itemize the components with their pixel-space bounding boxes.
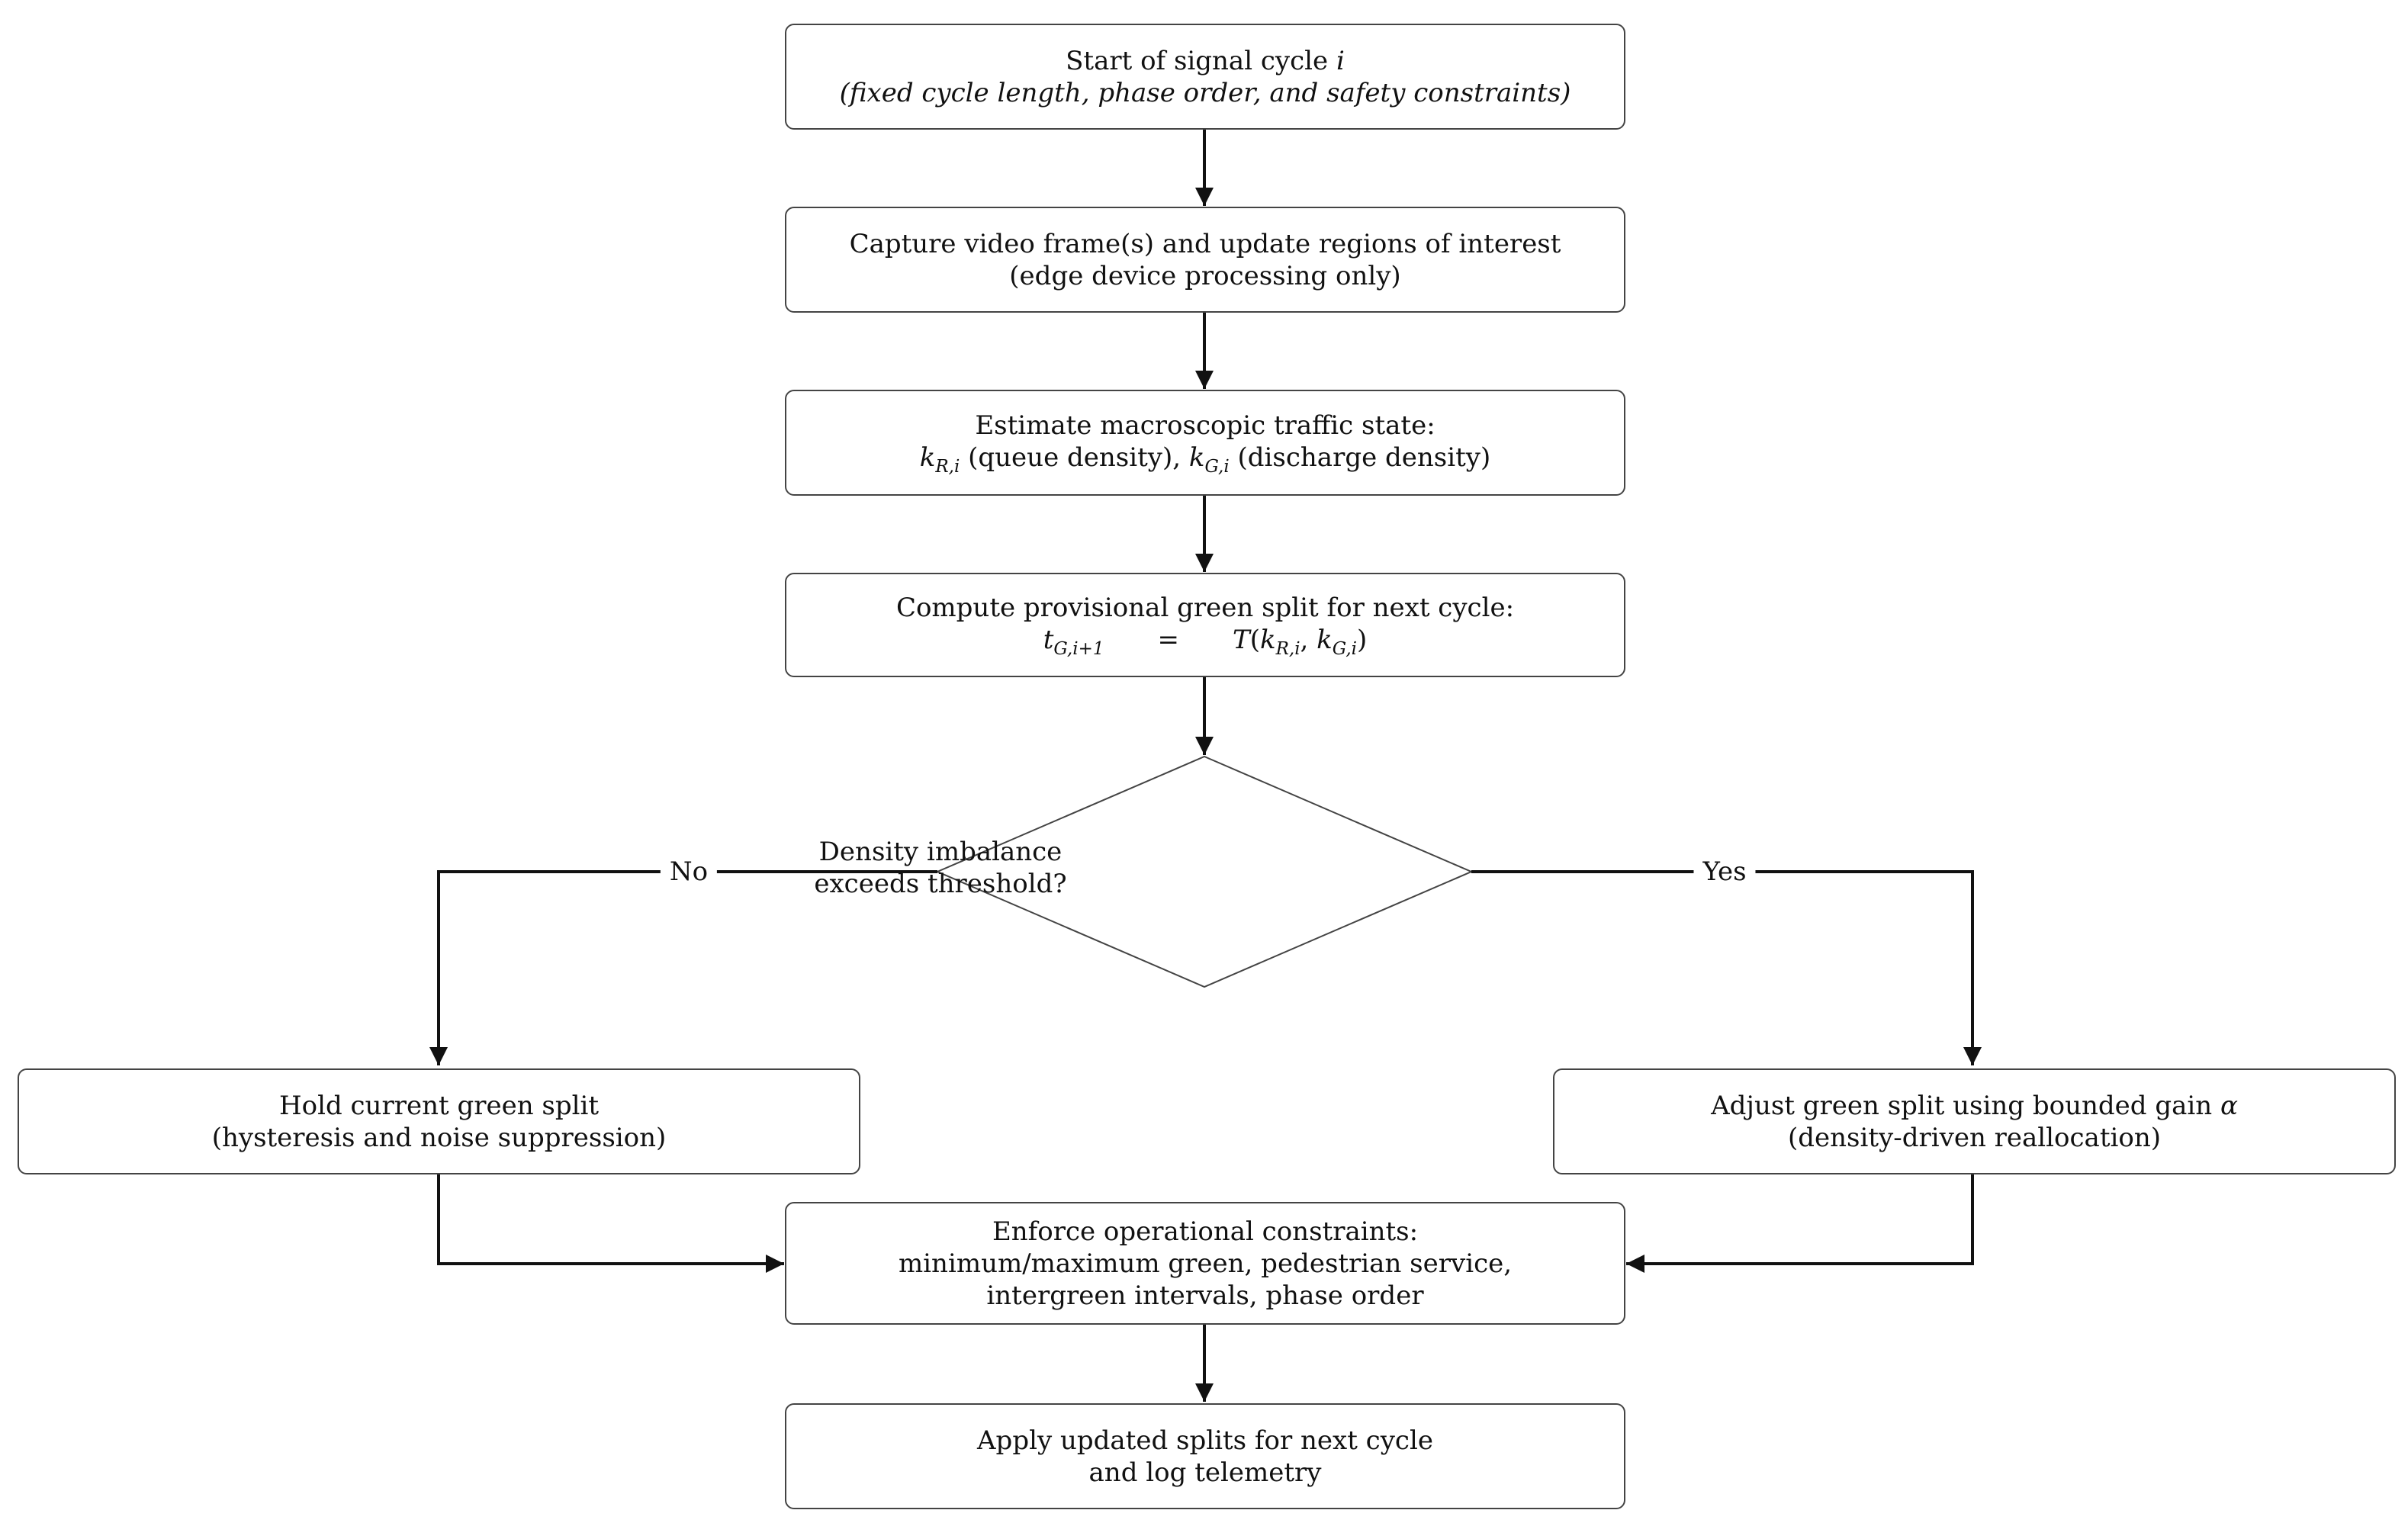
estimate-title: Estimate macroscopic traffic state: [975,410,1435,441]
yes-branch-label: Yes [1693,856,1756,887]
queue-density-arg: k [1259,624,1276,655]
enforce-line2: minimum/maximum green, pedestrian servic… [898,1248,1513,1279]
apply-subtitle: and log telemetry [1088,1457,1322,1488]
discharge-density-text: (discharge density) [1229,442,1491,473]
capture-node: Capture video frame(s) and update region… [785,207,1625,313]
decision-line2: exceeds threshold? [814,869,1067,899]
discharge-density-arg: k [1317,624,1333,655]
adjust-title: Adjust green split using bounded gain α [1711,1090,2238,1122]
decision-line1: Density imbalance [818,837,1063,867]
hold-node: Hold current green split (hysteresis and… [18,1068,860,1174]
capture-title: Capture video frame(s) and update region… [849,228,1561,259]
start-title-text: Start of signal cycle [1066,45,1336,76]
close-paren: ) [1357,624,1368,655]
hold-subtitle: (hysteresis and noise suppression) [211,1122,667,1153]
arrow-adjust-to-enforce [1626,1173,1974,1273]
estimate-formula: kR,i (queue density), kG,i (discharge de… [920,442,1491,477]
discharge-density-arg-subscript: G,i [1332,638,1358,659]
gain-alpha-symbol: α [2220,1090,2238,1121]
enforce-line3: intergreen intervals, phase order [986,1280,1424,1311]
enforce-node: Enforce operational constraints: minimum… [785,1202,1625,1325]
equals-sign: = [1157,624,1180,655]
decision-diamond [935,755,1474,988]
green-time-symbol: t [1043,624,1054,655]
arrow-no-branch [429,870,937,1065]
decision-label: Density imbalance exceeds threshold? [674,836,1207,900]
arrow-yes-branch [1471,870,1982,1065]
compute-node: Compute provisional green split for next… [785,573,1625,677]
queue-density-symbol: k [919,442,936,473]
adjust-node: Adjust green split using bounded gain α … [1553,1068,2396,1174]
arrow-hold-to-enforce [437,1173,784,1273]
enforce-title: Enforce operational constraints: [992,1216,1419,1247]
compute-title: Compute provisional green split for next… [895,592,1515,623]
queue-density-text: (queue density), [960,442,1189,473]
apply-title: Apply updated splits for next cycle [977,1425,1433,1456]
start-node: Start of signal cycle i (fixed cycle len… [785,24,1625,130]
apply-node: Apply updated splits for next cycle and … [785,1403,1625,1509]
queue-density-arg-subscript: R,i [1275,638,1300,659]
open-paren: ( [1249,624,1260,655]
discharge-density-symbol: k [1188,442,1205,473]
arg-separator: , [1300,624,1317,655]
capture-subtitle: (edge device processing only) [1009,260,1401,291]
start-title: Start of signal cycle i [1066,45,1345,77]
discharge-density-subscript: G,i [1204,456,1230,477]
mapping-function-symbol: T [1233,624,1250,655]
adjust-title-text: Adjust green split using bounded gain [1711,1090,2220,1121]
no-branch-label: No [660,856,718,887]
start-subtitle: (fixed cycle length, phase order, and sa… [839,77,1571,108]
estimate-node: Estimate macroscopic traffic state: kR,i… [785,390,1625,496]
compute-equation: tG,i+1=T(kR,i, kG,i) [1043,624,1368,659]
hold-title: Hold current green split [278,1090,600,1121]
queue-density-subscript: R,i [935,456,960,477]
green-time-subscript: G,i+1 [1053,638,1104,659]
cycle-index-var: i [1336,45,1345,76]
adjust-subtitle: (density-driven reallocation) [1788,1122,2161,1153]
